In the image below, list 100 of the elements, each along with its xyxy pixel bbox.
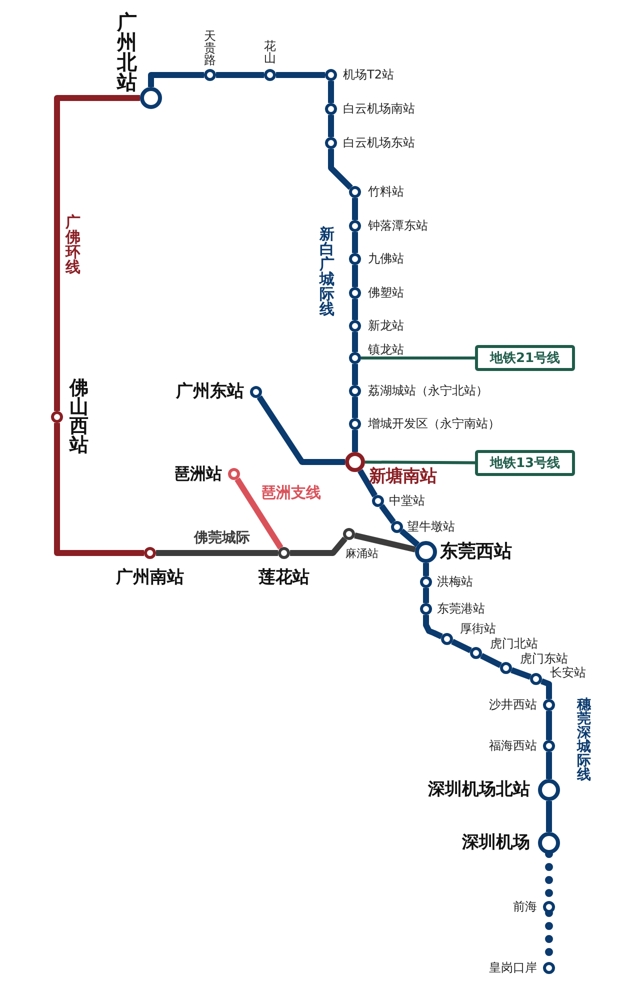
line-name: 佛莞城际 — [194, 531, 250, 545]
connector-line — [361, 356, 475, 360]
station-circle — [415, 541, 437, 563]
station-circle — [349, 220, 361, 232]
station-circle — [250, 386, 262, 398]
track-line — [400, 528, 420, 548]
station-circle — [372, 495, 384, 507]
station-circle — [349, 418, 361, 430]
station-circle — [51, 411, 63, 423]
station-name: 新塘南站 — [369, 468, 437, 486]
station-circle — [538, 779, 560, 801]
station-circle — [391, 521, 403, 533]
station-name: 佛山西站 — [70, 379, 88, 455]
station-circle — [441, 633, 453, 645]
station-name: 白云机场东站 — [343, 136, 415, 150]
station-circle — [349, 352, 361, 364]
station-circle — [349, 320, 361, 332]
track-line — [379, 504, 396, 524]
station-circle — [325, 69, 337, 81]
track-line — [354, 532, 416, 552]
station-name: 佛塑站 — [368, 286, 404, 300]
station-circle — [345, 452, 365, 472]
station-name: 东莞西站 — [440, 542, 512, 562]
track-line — [352, 332, 358, 352]
station-circle — [278, 547, 290, 559]
station-circle — [543, 740, 555, 752]
station-name: 洪梅站 — [437, 575, 473, 589]
station-name: 九佛站 — [368, 252, 404, 266]
station-name: 望牛墩站 — [407, 520, 455, 534]
line-name-box: 地铁13号线 — [475, 450, 575, 476]
station-name: 花山 — [264, 40, 276, 64]
station-circle — [349, 287, 361, 299]
track-line — [358, 469, 378, 498]
station-name: 天贵路 — [204, 30, 216, 66]
track-line — [352, 430, 358, 452]
station-name: 沙井西站 — [489, 698, 537, 712]
line-name-box: 地铁21号线 — [475, 345, 575, 371]
line-name: 新白广城际线 — [320, 227, 334, 317]
station-name: 前海 — [513, 900, 537, 914]
track-line — [276, 72, 325, 78]
station-circle — [500, 662, 512, 674]
track-line — [423, 615, 443, 640]
track-line — [352, 364, 358, 385]
station-name: 广州东站 — [176, 382, 244, 402]
connector-line — [364, 460, 476, 464]
station-circle — [343, 528, 355, 540]
track-line — [423, 563, 429, 576]
track-line — [216, 72, 264, 78]
station-name: 虎门北站 — [490, 637, 538, 651]
station-name: 深圳机场北站 — [428, 780, 530, 800]
station-circle — [264, 69, 276, 81]
station-circle — [420, 576, 432, 588]
track-line — [234, 478, 284, 550]
station-name: 荔湖城站（永宁北站） — [368, 384, 488, 398]
station-name: 深圳机场 — [462, 834, 530, 852]
track-line — [328, 81, 334, 103]
track-line — [423, 588, 429, 603]
line-name: 穗莞深城际线 — [577, 698, 591, 782]
station-name: 中堂站 — [389, 494, 425, 508]
station-name: 福海西站 — [489, 739, 537, 753]
track-line — [256, 395, 345, 465]
station-name: 长安站 — [550, 666, 586, 680]
station-circle — [470, 647, 482, 659]
line-name: 琶洲支线 — [261, 486, 321, 500]
station-name: 虎门东站 — [520, 652, 568, 666]
station-circle — [144, 547, 156, 559]
track-line — [290, 536, 348, 556]
station-name: 东莞港站 — [437, 602, 485, 616]
track-line — [352, 232, 358, 253]
track-line — [480, 653, 502, 668]
station-circle — [543, 699, 555, 711]
station-name: 增城开发区（永宁南站） — [368, 417, 500, 431]
station-circle — [140, 87, 162, 109]
track-line — [540, 678, 552, 699]
track-line — [352, 265, 358, 287]
track-line — [352, 198, 358, 220]
track-line — [546, 752, 552, 779]
station-name: 广州北站 — [117, 12, 137, 92]
track-line — [328, 115, 334, 137]
track-line — [156, 550, 278, 556]
station-name: 皇岗口岸 — [489, 961, 537, 975]
station-name: 机场T2站 — [343, 68, 394, 82]
station-circle — [538, 832, 560, 854]
track-line — [54, 95, 140, 411]
track-line — [148, 72, 204, 87]
station-circle — [349, 385, 361, 397]
station-name: 莲花站 — [258, 568, 310, 588]
track-line — [510, 667, 532, 680]
line-name: 广佛环线 — [66, 215, 80, 275]
station-name: 镇龙站 — [368, 343, 404, 357]
track-line — [546, 801, 552, 832]
station-name: 竹料站 — [368, 185, 404, 199]
station-circle — [325, 137, 337, 149]
track-line — [54, 423, 144, 556]
station-circle — [543, 901, 555, 913]
station-circle — [349, 186, 361, 198]
station-name: 麻涌站 — [346, 548, 378, 560]
station-name: 钟落潭东站 — [368, 219, 428, 233]
station-name: 白云机场南站 — [343, 102, 415, 116]
station-circle — [228, 468, 240, 480]
